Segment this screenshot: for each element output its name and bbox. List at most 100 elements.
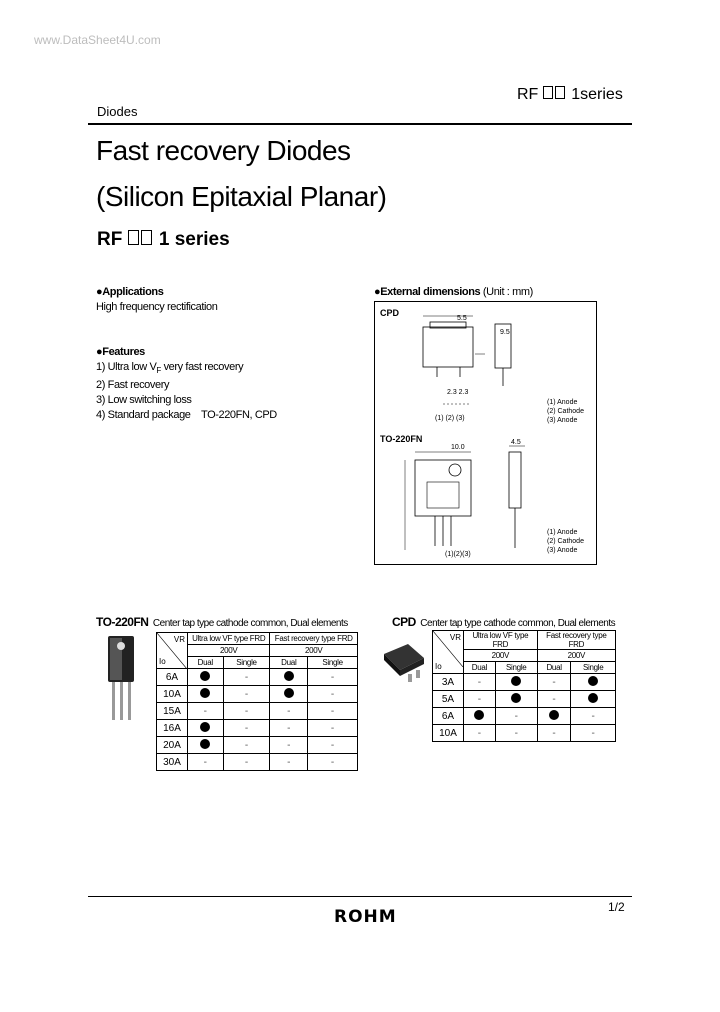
series-title-prefix: RF <box>97 229 123 250</box>
header-series-code: RF 1series <box>517 86 623 104</box>
column-header: Dual <box>269 656 309 669</box>
available-cell <box>187 685 224 703</box>
legend-item: (1) Anode <box>547 399 578 406</box>
series-code-prefix: RF <box>517 86 539 103</box>
table-row: 15A---- <box>156 702 358 720</box>
table-row: 30A---- <box>156 753 358 771</box>
io-rating-cell: 6A <box>156 668 188 686</box>
table-row: 20A--- <box>156 736 358 754</box>
dash-mark: - <box>244 671 249 683</box>
available-cell <box>570 673 616 691</box>
available-dot-icon <box>200 670 211 681</box>
io-rating-cell: 30A <box>156 753 188 771</box>
unavailable-cell: - <box>536 673 572 691</box>
dimension-value: 4.5 <box>511 439 521 446</box>
dash-mark: - <box>591 710 595 722</box>
table-row: 10A---- <box>432 724 616 742</box>
unavailable-cell: - <box>307 685 358 703</box>
unavailable-cell: - <box>307 668 358 686</box>
io-rating-cell: 10A <box>156 685 188 703</box>
cpd-package-icon <box>384 644 424 682</box>
legend-item: (2) Cathode <box>547 408 584 415</box>
available-dot-icon <box>200 738 211 749</box>
dash-mark: - <box>287 756 291 768</box>
unavailable-cell: - <box>463 690 496 708</box>
applications-text: High frequency rectification <box>96 301 218 313</box>
available-dot-icon <box>511 675 522 686</box>
dash-mark: - <box>477 693 482 705</box>
to220-package-icon <box>108 636 134 720</box>
features-heading: ●Features <box>96 346 145 358</box>
available-cell <box>269 668 309 686</box>
to220-table-title: TO-220FN <box>96 615 149 629</box>
voltage-header: 200V <box>536 649 617 662</box>
io-rating-cell: 3A <box>432 673 464 691</box>
dimension-value: 5.5 <box>457 315 467 322</box>
to220-table-heading: TO-220FN Center tap type cathode common,… <box>96 613 348 631</box>
available-cell <box>494 690 538 708</box>
category-label: Diodes <box>97 104 138 119</box>
cpd-selection-table: VR Io Ultra low VF type FRD Fast recover… <box>432 630 617 742</box>
dash-mark: - <box>552 727 556 739</box>
column-header: Dual <box>536 661 572 674</box>
series-code-suffix: 1series <box>571 86 623 103</box>
dash-mark: - <box>244 705 249 717</box>
unavailable-cell: - <box>222 719 271 737</box>
features-list: 1) Ultra low VF very fast recovery 2) Fa… <box>96 360 277 423</box>
dash-mark: - <box>244 722 249 734</box>
dimension-value: (1) (2) (3) <box>435 415 465 422</box>
group-header: Fast recovery type FRD <box>269 632 358 645</box>
dash-mark: - <box>330 671 335 683</box>
to220-table-desc: Center tap type cathode common, Dual ele… <box>152 618 348 629</box>
unavailable-cell: - <box>307 702 358 720</box>
column-header: Single <box>570 661 616 674</box>
legend-item: (1) Anode <box>547 529 578 536</box>
dimension-value: (1)(2)(3) <box>445 551 471 558</box>
feature-text: 1) Ultra low V <box>96 361 157 373</box>
unavailable-cell: - <box>222 668 271 686</box>
available-dot-icon <box>283 670 294 681</box>
group-header: Ultra low VF type FRD <box>186 632 271 645</box>
footer-divider <box>88 896 632 897</box>
feature-text-tail: very fast recovery <box>160 361 244 373</box>
dash-mark: - <box>330 705 335 717</box>
available-cell <box>463 707 496 725</box>
unavailable-cell: - <box>570 707 616 725</box>
rohm-logo: ROHM <box>334 907 397 927</box>
io-label: Io <box>159 657 166 666</box>
available-dot-icon <box>200 721 211 732</box>
available-dot-icon <box>283 687 294 698</box>
feature-item: 2) Fast recovery <box>96 379 170 392</box>
page-title-line2: (Silicon Epitaxial Planar) <box>96 181 387 212</box>
feature-item: 4) Standard package TO-220FN, CPD <box>96 409 277 422</box>
unavailable-cell: - <box>222 702 271 720</box>
watermark-text: www.DataSheet4U.com <box>34 33 161 47</box>
column-header: Single <box>222 656 271 669</box>
available-cell <box>536 707 572 725</box>
available-dot-icon <box>200 687 211 698</box>
column-header: Dual <box>187 656 224 669</box>
table-row: 10A - - <box>156 685 358 703</box>
series-title-suffix: 1 series <box>158 229 230 250</box>
dash-mark: - <box>514 710 518 722</box>
dimensions-heading: ●External dimensions (Unit : mm) <box>374 286 533 298</box>
cpd-table-heading: CPD Center tap type cathode common, Dual… <box>392 613 616 631</box>
table-row: 5A-- <box>432 690 616 708</box>
page-title-line1: Fast recovery Diodes <box>96 135 351 166</box>
feature-subscript: F <box>156 366 161 376</box>
dimension-value: 9.5 <box>500 329 510 336</box>
unavailable-cell: - <box>187 702 224 720</box>
to220-selection-table: VR Io Ultra low VF type FRD Fast recover… <box>156 632 358 771</box>
dash-mark: - <box>244 688 249 700</box>
column-header: Dual <box>463 661 496 674</box>
column-header: Single <box>307 656 358 669</box>
dash-mark: - <box>203 756 207 768</box>
io-rating-cell: 16A <box>156 719 188 737</box>
available-dot-icon <box>511 692 522 703</box>
legend-item: (2) Cathode <box>547 538 584 545</box>
unavailable-cell: - <box>307 719 358 737</box>
io-rating-cell: 5A <box>432 690 464 708</box>
dash-mark: - <box>287 705 291 717</box>
placeholder-box-icon <box>554 86 565 99</box>
unavailable-cell: - <box>570 724 616 742</box>
